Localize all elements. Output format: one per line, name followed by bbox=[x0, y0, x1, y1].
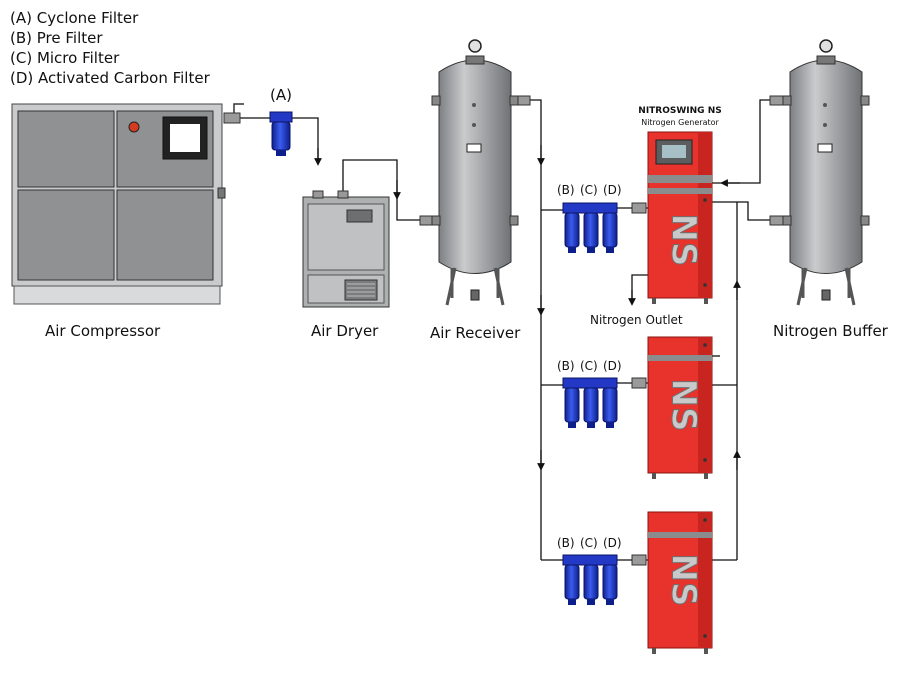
tag-cyclone-filter: (A) bbox=[270, 86, 292, 104]
tag-b-3: (B) bbox=[557, 536, 575, 550]
nitrogen-generator-3 bbox=[647, 511, 713, 654]
tag-d-1: (D) bbox=[603, 183, 622, 197]
air-compressor bbox=[11, 103, 244, 305]
filter-set-2 bbox=[562, 377, 647, 428]
compressor-light-icon bbox=[128, 121, 140, 133]
tag-c-3: (C) bbox=[580, 536, 598, 550]
tag-b-1: (B) bbox=[557, 183, 575, 197]
nitrogen-buffer bbox=[769, 39, 870, 306]
tag-d-2: (D) bbox=[603, 359, 622, 373]
air-dryer bbox=[302, 190, 390, 308]
tag-c-2: (C) bbox=[580, 359, 598, 373]
ns-logo-1: NS bbox=[664, 214, 704, 267]
nitrogen-generator-1 bbox=[647, 131, 713, 304]
generator-subtitle: Nitrogen Generator bbox=[641, 118, 719, 127]
receiver-gauge-icon bbox=[468, 39, 482, 53]
legend-item-a: (A) Cyclone Filter bbox=[10, 9, 139, 27]
filter-legend: (A) Cyclone Filter (B) Pre Filter (C) Mi… bbox=[10, 8, 210, 88]
legend-item-d: (D) Activated Carbon Filter bbox=[10, 69, 210, 87]
label-air-receiver: Air Receiver bbox=[430, 324, 521, 342]
label-air-dryer: Air Dryer bbox=[311, 322, 379, 340]
ns-logo-3: NS bbox=[664, 554, 704, 607]
tag-c-1: (C) bbox=[580, 183, 598, 197]
air-receiver bbox=[419, 39, 531, 306]
generator-title: NITROSWING NS bbox=[638, 106, 722, 116]
ns-logo-2: NS bbox=[664, 379, 704, 432]
nitrogen-outlet-label: Nitrogen Outlet bbox=[590, 313, 683, 327]
cyclone-filter bbox=[269, 111, 293, 156]
tag-d-3: (D) bbox=[603, 536, 622, 550]
legend-item-c: (C) Micro Filter bbox=[10, 49, 120, 67]
nitrogen-generator-2 bbox=[647, 336, 713, 479]
filter-set-3 bbox=[562, 554, 647, 605]
label-nitrogen-buffer: Nitrogen Buffer bbox=[773, 322, 888, 340]
filter-set-1 bbox=[562, 202, 647, 253]
label-air-compressor: Air Compressor bbox=[45, 322, 161, 340]
tag-b-2: (B) bbox=[557, 359, 575, 373]
legend-item-b: (B) Pre Filter bbox=[10, 29, 103, 47]
buffer-gauge-icon bbox=[819, 39, 833, 53]
